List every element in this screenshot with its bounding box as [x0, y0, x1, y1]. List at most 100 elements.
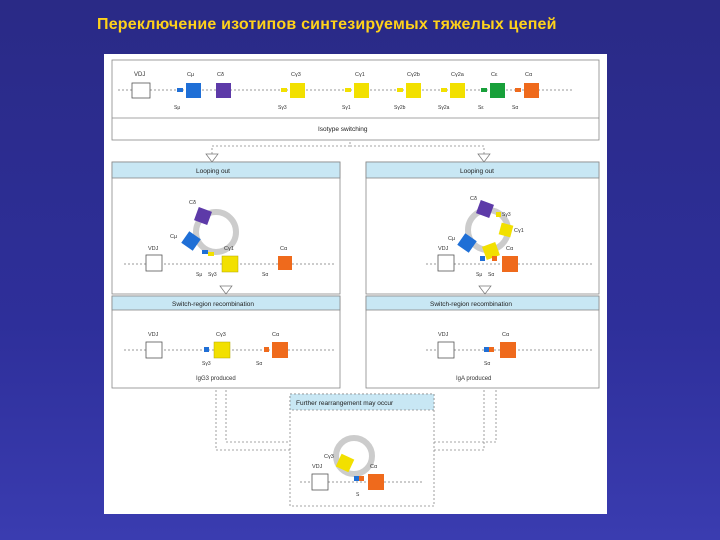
germline-gene-box — [490, 83, 505, 98]
germline-gene-label: Cγ2a — [451, 72, 465, 78]
further-connectors — [215, 390, 497, 451]
left-recomb-switch-mu — [204, 347, 209, 352]
right-loop-sa-label: Sα — [488, 272, 494, 278]
left-column: Looping out VDJ Cδ Cμ Cγ1 Cα Sμ Sγ3 Sα S… — [111, 161, 341, 389]
right-loop-cg2 — [482, 242, 500, 260]
germline-switch-region — [345, 88, 351, 92]
left-loop-header-bar — [111, 161, 341, 179]
germline-caption: Isotype switching — [318, 126, 368, 133]
germline-switch-label: Sγ2a — [438, 105, 450, 111]
left-recomb-header: Switch-region recombination — [172, 301, 254, 308]
further-panel: Further rearrangement may occur VDJ Cγ3 … — [289, 393, 435, 507]
left-recomb-switch-a — [264, 347, 269, 352]
further-header-bar — [289, 393, 435, 411]
left-loop-ca — [278, 256, 292, 270]
germline-switch-region — [515, 88, 521, 92]
right-loop-header-bar — [365, 161, 600, 179]
right-loop-switch-g3 — [496, 212, 501, 217]
right-loop-cg1 — [498, 222, 514, 238]
germline-switch-region — [441, 88, 447, 92]
germline-switch-region — [481, 88, 487, 92]
slide-title: Переключение изотипов синтезируемых тяже… — [97, 16, 557, 33]
germline-gene-label: Cγ1 — [355, 72, 365, 78]
left-recomb-cg3-label: Cγ3 — [216, 332, 226, 338]
left-loop-switch-g3 — [208, 252, 214, 256]
right-loop-switch-mu — [480, 256, 485, 261]
left-loop-switch-mu — [202, 250, 208, 254]
right-recomb-switch-a — [489, 347, 494, 352]
right-loop-cg1-label: Cγ1 — [514, 228, 524, 234]
left-loop-cmu-label: Cμ — [170, 234, 177, 240]
germline-switch-label: Sμ — [174, 105, 180, 111]
germline-switch-label: Sγ2b — [394, 105, 406, 111]
right-recomb-header: Switch-region recombination — [430, 301, 512, 308]
right-loop-ca-label: Cα — [506, 246, 514, 252]
left-loop-cdelta — [194, 207, 212, 225]
right-loop-vdj — [437, 254, 455, 272]
right-recomb-ca-label: Cα — [502, 332, 510, 338]
germline-switch-label: Sε — [478, 105, 484, 111]
right-recomb-sa-label: Sα — [484, 361, 490, 367]
further-vdj — [311, 473, 329, 491]
left-recomb-vdj — [145, 341, 163, 359]
germline-gene-box — [450, 83, 465, 98]
left-loop-vdj-label: VDJ — [148, 246, 159, 252]
right-loop-ca — [502, 256, 518, 272]
germline-gene-box — [186, 83, 201, 98]
germline-gene-box — [290, 83, 305, 98]
germline-switch-label: Sγ1 — [342, 105, 351, 111]
further-switch-1 — [354, 476, 359, 481]
left-loop-cg1-label: Cγ1 — [224, 246, 234, 252]
germline-gene-label: Cα — [525, 72, 533, 78]
right-loop-cdelta-label: Cδ — [470, 196, 477, 202]
right-loop-cmu — [457, 233, 477, 253]
further-cg3-label: Cγ3 — [324, 454, 334, 460]
right-recomb-vdj-label: VDJ — [438, 332, 449, 338]
further-s-label: S — [356, 492, 360, 498]
germline-arrows — [205, 142, 491, 163]
right-loop-cdelta — [476, 200, 494, 218]
right-loop-smu-label: Sμ — [476, 272, 482, 278]
further-ca — [368, 474, 384, 490]
left-recomb-sa-label: Sα — [256, 361, 262, 367]
right-loop-switch-a — [492, 256, 497, 261]
further-loop — [333, 435, 375, 477]
left-loop-cdelta-label: Cδ — [189, 200, 196, 206]
germline-gene-label: Cμ — [187, 72, 194, 78]
right-recomb-switch-mu — [484, 347, 489, 352]
further-vdj-label: VDJ — [312, 464, 323, 470]
left-loop-ca-label: Cα — [280, 246, 288, 252]
left-recomb-cg3 — [213, 341, 231, 359]
right-recomb-ca — [500, 342, 516, 358]
right-loop-vdj-label: VDJ — [438, 246, 449, 252]
right-column: Looping out VDJ Cδ Sγ3 Cγ1 Cμ Cα Sμ Sα S… — [365, 161, 600, 389]
germline-gene-label: Cδ — [217, 72, 224, 78]
germline-switch-region — [397, 88, 403, 92]
germline-gene-box — [354, 83, 369, 98]
further-switch-2 — [359, 476, 364, 481]
left-loop-cmu — [181, 231, 201, 251]
right-recomb-vdj — [437, 341, 455, 359]
left-recomb-ca — [272, 342, 288, 358]
right-loop-sg3-label: Sγ3 — [502, 212, 511, 218]
germline-vdj-box — [131, 82, 151, 99]
left-loop-sg3-label: Sγ3 — [208, 272, 217, 278]
right-recomb-header-bar — [365, 295, 600, 311]
right-produced: IgA produced — [456, 376, 491, 382]
germline-gene-box — [216, 83, 231, 98]
left-recomb-sg3-label: Sγ3 — [202, 361, 211, 367]
further-header: Further rearrangement may occur — [296, 400, 394, 407]
left-loop-sa-label: Sα — [262, 272, 268, 278]
germline-switch-label: Sα — [512, 105, 518, 111]
left-recomb-header-bar — [111, 295, 341, 311]
germline-gene-label: Cγ3 — [291, 72, 301, 78]
left-recomb-vdj-label: VDJ — [148, 332, 159, 338]
left-loop — [193, 209, 239, 255]
germline-gene-label: Cγ2b — [407, 72, 420, 78]
germline-switch-region — [281, 88, 287, 92]
left-produced: IgG3 produced — [196, 376, 236, 382]
germline-gene-box — [406, 83, 421, 98]
left-loop-vdj — [145, 254, 163, 272]
